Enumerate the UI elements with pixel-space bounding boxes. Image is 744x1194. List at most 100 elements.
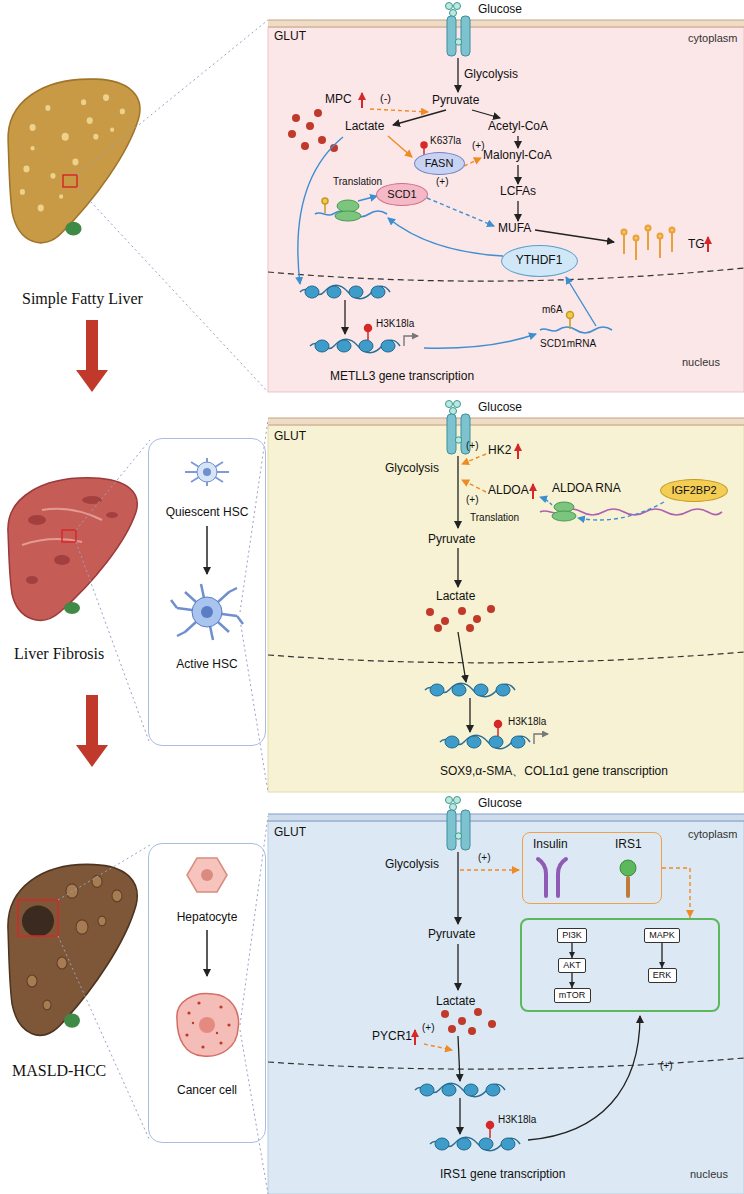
lactate-molecule	[441, 1010, 449, 1018]
hcc-liver	[27, 975, 37, 987]
m6a-mark	[569, 318, 571, 329]
glucose-transporter	[446, 3, 471, 57]
fatty-liver	[45, 105, 50, 111]
lactate-molecule	[458, 1017, 466, 1025]
active-hsc-icon	[192, 597, 222, 627]
receptor-box: InsulinIRS1	[522, 832, 662, 904]
regulation-arrow	[460, 869, 519, 870]
metabolite-label: Acetyl-CoA	[488, 120, 548, 134]
fibrotic-liver	[8, 478, 137, 620]
modification-label: H3K18la	[376, 318, 414, 330]
modification-label: H3K18la	[498, 1114, 536, 1126]
metabolite-label: TG	[688, 238, 705, 252]
fatty-liver	[20, 189, 25, 195]
progression-arrow	[76, 370, 108, 392]
triglyceride-droplet	[622, 230, 627, 235]
fibrotic-liver	[28, 515, 46, 525]
compartment-label: nucleus	[682, 356, 720, 369]
pathway-arrow	[458, 1036, 460, 1081]
insulin-receptor-icon	[538, 859, 566, 896]
stage-label: Simple Fatty Liver	[22, 290, 143, 308]
node-text: YTHDF1	[516, 254, 563, 268]
molecule-label: Glucose	[478, 797, 522, 811]
lactate-molecule	[466, 624, 474, 632]
nuclear-envelope	[268, 652, 744, 663]
hcc-liver	[98, 916, 106, 926]
regulation-sign: (+)	[478, 852, 491, 864]
modification-label: m6A	[542, 304, 563, 316]
zoom-leader	[58, 936, 150, 1141]
fatty-liver	[38, 205, 44, 212]
pathway-arrow	[458, 632, 466, 682]
rna-label: ALDOA RNA	[552, 482, 621, 496]
regulation-sign: (+)	[422, 1022, 435, 1034]
gene-start-arrow	[404, 336, 418, 346]
metabolite-label: Lactate	[345, 120, 384, 134]
fatty-liver	[50, 173, 55, 179]
fatty-liver	[87, 117, 93, 124]
metabolite-label: Lactate	[436, 590, 475, 604]
zoom-leader	[77, 20, 268, 175]
pathway-arrow	[535, 230, 614, 242]
transporter-label: GLUT	[274, 826, 306, 840]
transition-arrow	[206, 526, 208, 574]
metabolite-label: Pyruvate	[428, 533, 475, 547]
fibrotic-liver	[26, 576, 38, 584]
triglyceride-droplet	[659, 238, 661, 258]
stage-label: Liver Fibrosis	[14, 645, 104, 663]
hepatocyte-icon	[187, 858, 227, 892]
lactylation-mark	[487, 1122, 494, 1129]
cell-panel	[268, 418, 744, 419]
increase-arrow	[362, 93, 708, 1045]
cell-stage-box: Quiescent HSCActive HSC	[148, 438, 266, 746]
gene-start-arrow	[404, 336, 548, 744]
node-text: MAPK	[649, 930, 675, 940]
nucleosome-chain	[300, 285, 390, 299]
signal-connector	[571, 943, 572, 958]
hcc-liver	[112, 890, 122, 902]
zoom-marker	[62, 530, 76, 542]
hcc-liver	[43, 1000, 51, 1010]
translation-arrow	[540, 497, 552, 505]
fatty-liver	[20, 94, 125, 211]
enzyme-ellipse: FASN	[414, 152, 465, 175]
increase-arrow	[532, 484, 534, 499]
insulin-receptor-icon	[538, 859, 566, 896]
lactate-molecule	[434, 624, 442, 632]
lactate-molecule	[288, 109, 496, 1035]
lactate-molecule	[473, 615, 481, 623]
cell-panel	[268, 20, 744, 1194]
hcc-liver	[22, 905, 54, 936]
increase-arrow	[517, 444, 519, 459]
cancer-cell-icon	[219, 1041, 222, 1044]
process-label: Glycolysis	[464, 68, 518, 82]
cancer-cell-icon	[216, 1032, 218, 1034]
cancer-cell-icon	[185, 1033, 188, 1036]
cancer-cell-icon	[219, 1005, 222, 1008]
lactate-molecule	[458, 607, 466, 615]
node-text: Cancer cell	[149, 1084, 265, 1098]
compartment-label: cytoplasm	[688, 828, 738, 841]
reader-protein-ellipse: YTHDF1	[501, 245, 578, 277]
kinase-box: mTOR	[554, 988, 591, 1003]
active-hsc-icon	[201, 606, 213, 618]
translation-arrow	[388, 218, 503, 256]
pathway-arrow	[457, 548, 458, 587]
node-text: ERK	[653, 970, 672, 980]
fatty-liver	[31, 146, 35, 151]
hcc-liver	[8, 864, 137, 1035]
lactylation-mark	[365, 325, 372, 332]
metabolite-label: MUFA	[498, 222, 531, 236]
fibrotic-liver	[106, 512, 118, 518]
fatty-liver	[103, 94, 109, 101]
cell-panel	[268, 821, 744, 1194]
hcc-liver	[66, 884, 78, 898]
signaling-pathway-box: PI3KAKTmTORMAPKERK	[520, 918, 720, 1012]
hepatocyte-icon	[201, 869, 213, 881]
progression-arrow	[86, 695, 98, 745]
hepatocyte-icon	[187, 858, 227, 892]
pathway-arrow	[344, 300, 345, 334]
triglyceride-droplet	[646, 226, 651, 231]
active-hsc-icon	[171, 584, 243, 640]
